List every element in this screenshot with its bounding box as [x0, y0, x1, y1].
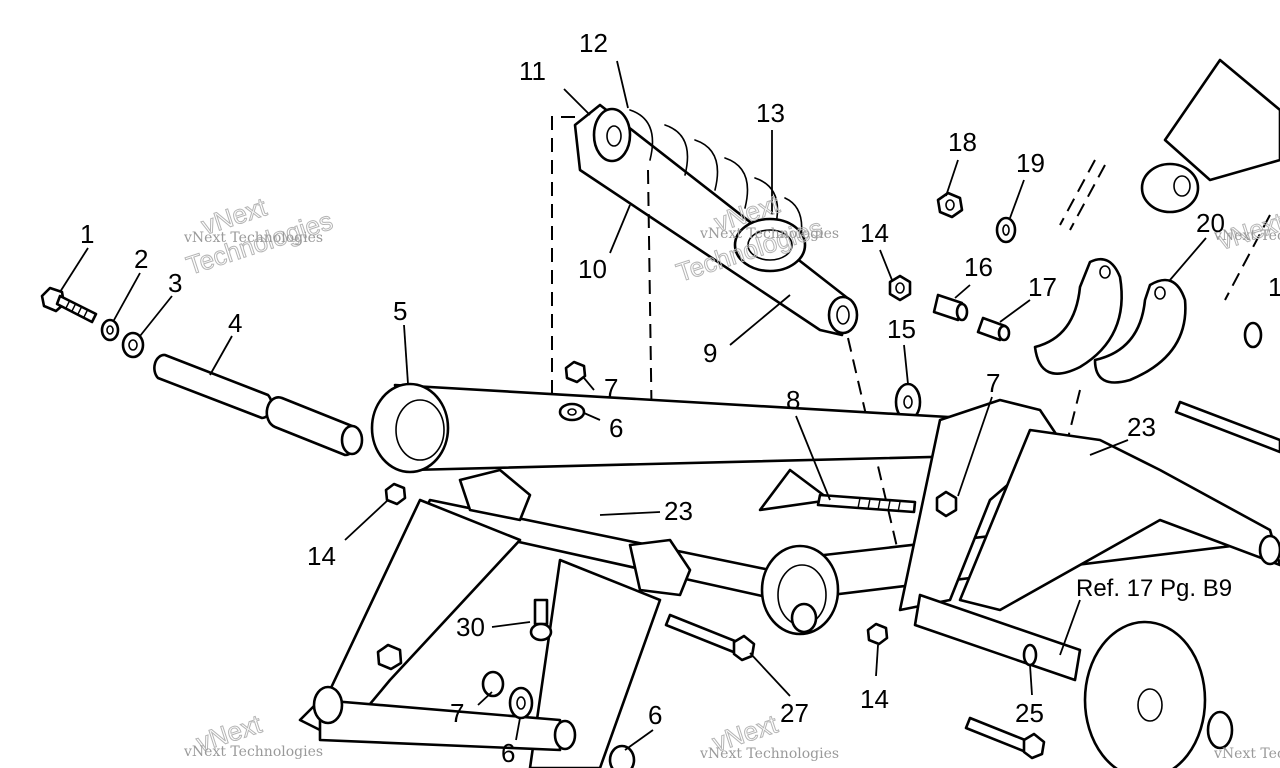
- mount-bracket-left: [458, 468, 692, 597]
- watermark-small: vNext Technologies: [699, 746, 839, 762]
- axle-tube-part-4: [153, 353, 364, 457]
- bolt-part-bottom-right: [964, 716, 1046, 760]
- nut-part-7-right: [935, 490, 958, 518]
- right-edge-washer: [1243, 321, 1263, 349]
- watermark-small: vNext Technologies: [183, 230, 323, 246]
- callout-11: 11: [519, 56, 546, 86]
- nut-part-7-top: [564, 360, 587, 384]
- washer-part-6-lower: [508, 686, 534, 720]
- callout-3: 3: [168, 268, 182, 298]
- callout-7b: 7: [986, 368, 1000, 398]
- washer-part-6-top: [558, 402, 586, 422]
- callout-8: 8: [786, 385, 800, 415]
- nut-part-14-left: [384, 482, 407, 506]
- callout-7c: 7: [450, 698, 464, 728]
- watermark-top-left: vNext Technologies vNext Technologies: [182, 191, 337, 281]
- bolt-part-1: [40, 286, 98, 324]
- spacer-part-17: [976, 316, 1011, 342]
- washer-part-3: [121, 331, 145, 359]
- washer-part-6-bottom: [608, 744, 636, 768]
- nut-part-14-upper: [888, 274, 912, 302]
- callout-10: 10: [578, 254, 607, 284]
- nut-part-7-lower: [481, 670, 505, 698]
- lower-left-arm: [298, 498, 662, 768]
- callout-30: 30: [456, 612, 485, 642]
- callout-5: 5: [393, 296, 407, 326]
- reference-note: Ref. 17 Pg. B9: [1076, 575, 1232, 602]
- callout-19: 19: [1016, 148, 1045, 178]
- alignment-line: [647, 169, 653, 441]
- watermark-small: vNext Technologies: [699, 226, 839, 242]
- callout-25: 25: [1015, 698, 1044, 728]
- shock-absorber: [573, 103, 859, 337]
- callout-20: 20: [1196, 208, 1225, 238]
- callout-4: 4: [228, 308, 242, 338]
- bracket-part-20: [1033, 257, 1187, 384]
- callout-16: 16: [964, 252, 993, 282]
- callout-13: 13: [756, 98, 785, 128]
- callout-14a: 14: [860, 218, 889, 248]
- adjuster-rod: [1174, 400, 1280, 454]
- callout-15: 15: [887, 314, 916, 344]
- callout-9: 9: [703, 338, 717, 368]
- leader-lines: [59, 60, 1207, 751]
- alignment-line: [551, 116, 575, 465]
- nut-part-14-lower: [866, 622, 889, 646]
- bolt-part-27: [664, 613, 756, 662]
- watermark-small: vNext Technologies: [183, 744, 323, 760]
- rear-arm-assembly: [898, 398, 1280, 612]
- watermark-bottom-center: vNext vNext Technologies: [699, 708, 839, 762]
- alignment-line: [1224, 214, 1271, 301]
- callout-1-edge: 1: [1268, 272, 1280, 302]
- callout-14b: 14: [307, 541, 336, 571]
- nut-part-18: [936, 191, 964, 219]
- nut-part-bottom-left: [376, 643, 403, 671]
- rear-axle: [913, 593, 1234, 768]
- callout-6a: 6: [609, 413, 623, 443]
- callout-6b: 6: [501, 738, 515, 768]
- callout-17: 17: [1028, 272, 1057, 302]
- callouts: 1 2 3 4 5 7 6 11 12 13 10 9 8 14 15 16 1…: [80, 28, 1280, 768]
- callout-18: 18: [948, 127, 977, 157]
- watermark-small: vNext Technologies: [1213, 746, 1280, 762]
- washer-part-2: [100, 318, 120, 342]
- callout-1: 1: [80, 219, 94, 249]
- callout-6c: 6: [648, 700, 662, 730]
- bolt-part-30: [529, 598, 553, 642]
- callout-23b: 23: [664, 496, 693, 526]
- rear-shock-end: [1140, 58, 1280, 214]
- rear-arm-end-fitting: [760, 544, 840, 636]
- watermark-small: vNext Technologies: [1213, 228, 1280, 244]
- callout-7a: 7: [604, 373, 618, 403]
- tensioner-bolt-part-8: [758, 468, 917, 514]
- alignment-line: [1059, 159, 1106, 231]
- callout-14c: 14: [860, 684, 889, 714]
- callout-23a: 23: [1127, 412, 1156, 442]
- washer-part-19: [995, 216, 1017, 244]
- callout-27: 27: [780, 698, 809, 728]
- spacer-part-16: [932, 293, 969, 322]
- callout-2: 2: [134, 244, 148, 274]
- callout-12: 12: [579, 28, 608, 58]
